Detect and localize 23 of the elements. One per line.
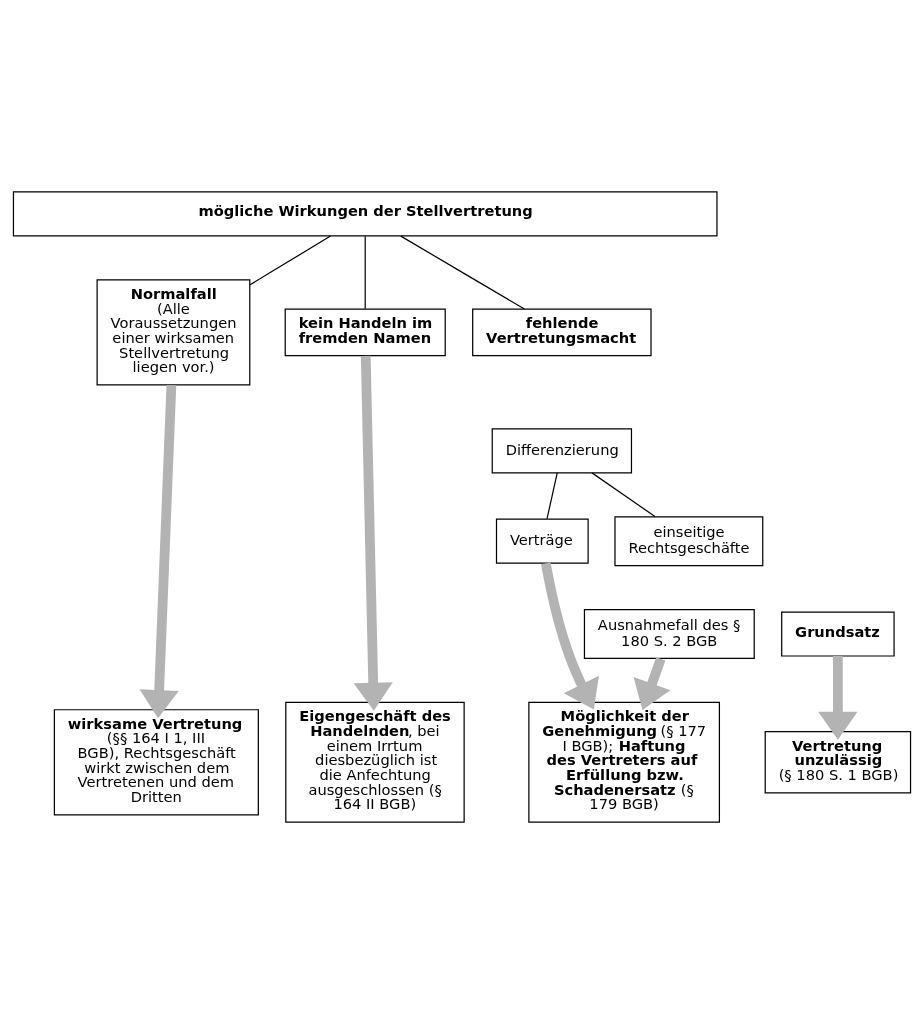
node-box: Vertretung unzulässig (§ 180 S. 1 BGB) [764,731,912,794]
node-box: kein Handeln im fremden Namen [284,308,446,357]
connector [364,235,366,310]
node-box: wirksame Vertretung (§§ 164 I 1, III BGB), Rechtsgeschäft wirkt zwischen dem Vertretenen und dem Dritten [53,709,259,816]
node-box: mögliche Wirkungen der Stellvertretung [12,191,718,237]
node-box: Normalfall (Alle Voraussetzungen einer wirksamen Stellvertretung liegen vor.) [96,279,251,386]
connector [249,235,332,286]
node-box: Verträge [495,518,589,564]
connector [546,472,558,520]
arrow [353,355,393,711]
arrow [633,657,671,710]
connector [591,472,656,518]
arrow [139,384,179,719]
node-box: einseitige Rechtsgeschäfte [614,516,764,567]
arrow [818,656,858,740]
node-box: Ausnahmefall des § 180 S. 2 BGB [583,609,755,660]
node-box: Grundsatz [781,611,895,657]
connector [400,235,526,310]
node-box: Differenzierung [491,428,633,474]
node-box: fehlende Vertretungsmacht [472,308,652,357]
node-box: Möglichkeit der Genehmigung (§ 177 I BGB); Haftung des Vertreters auf Erfüllung bzw. Schadenersatz (§ 179 BGB) [528,701,720,823]
arrow [541,562,599,710]
node-box: Eigengeschäft des Handelnden, bei einem Irrtum diesbezüglich ist die Anfechtung ausgeschlossen (§ 164 II BGB) [285,701,465,823]
